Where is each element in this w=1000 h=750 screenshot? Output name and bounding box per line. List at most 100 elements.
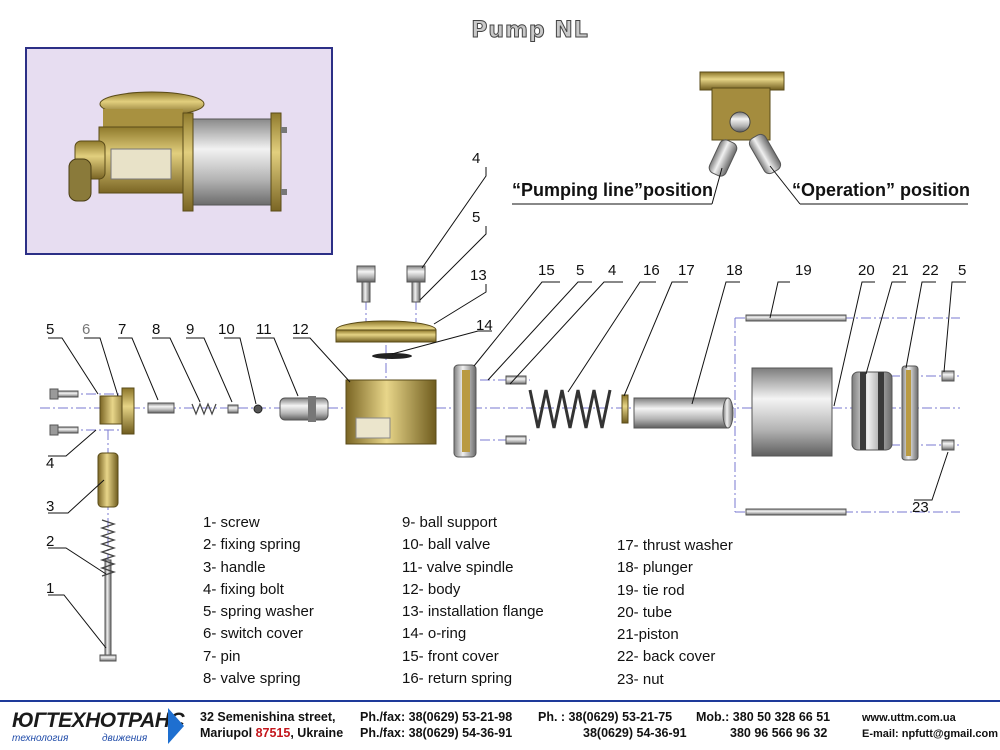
legend-item: 19- tie rod xyxy=(617,581,685,599)
email-link[interactable]: E-mail: npfutt@gmail.com xyxy=(862,728,999,740)
callout-2: 2 xyxy=(46,533,54,550)
callout-16: 16 xyxy=(643,262,660,279)
callout-21: 21 xyxy=(892,262,909,279)
legend-item: 16- return spring xyxy=(402,670,513,688)
back-cover-part xyxy=(901,365,919,461)
address-zip: 87515 xyxy=(255,726,291,740)
legend-item: 9- ball support xyxy=(402,514,498,531)
callout-5-front: 5 xyxy=(576,262,584,279)
website-link[interactable]: www.uttm.com.ua xyxy=(862,712,956,724)
logo-tagline-2: движения xyxy=(102,733,148,744)
legend-item: 17- thrust washer xyxy=(617,537,733,554)
callout-15: 15 xyxy=(538,262,555,279)
legend-item: 2- fixing spring xyxy=(203,536,301,554)
parts-legend-column-1: 1- screw 2- fixing spring 3- handle 4- f… xyxy=(203,512,314,690)
callout-12: 12 xyxy=(292,321,309,338)
page-title: Pump NL xyxy=(471,18,589,44)
legend-item: 12- body xyxy=(402,580,461,598)
legend-item: 10- ball valve xyxy=(402,536,491,554)
legend-item: 8- valve spring xyxy=(203,670,301,688)
address-city: Mariupol xyxy=(200,726,253,740)
legend-item: 1- screw xyxy=(203,514,260,531)
tie-rod-bottom xyxy=(745,508,847,516)
fixing-bolts-top xyxy=(356,265,426,303)
valve-spring-part xyxy=(191,402,217,416)
nuts-part xyxy=(941,370,955,451)
plunger-part xyxy=(633,397,734,429)
callout-numbers: 1 2 3 4 5 6 7 8 9 10 11 12 4 5 13 14 15 … xyxy=(46,150,966,597)
legend-item: 5- spring washer xyxy=(203,603,314,621)
callout-5-top: 5 xyxy=(472,209,480,226)
callout-4-left: 4 xyxy=(46,455,54,472)
callout-4-top: 4 xyxy=(472,150,480,167)
pumping-line-position-label: “Pumping line”position xyxy=(512,180,713,200)
piston-part xyxy=(851,371,893,451)
callout-22: 22 xyxy=(922,262,939,279)
fixing-bolts-left xyxy=(49,388,79,436)
return-spring-part xyxy=(528,389,612,429)
tie-rod-top xyxy=(745,314,847,322)
logo-tagline-1: технология xyxy=(12,733,69,744)
assembled-pump-photo xyxy=(25,47,333,255)
fixing-spring-part xyxy=(99,519,117,577)
legend-item: 14- o-ring xyxy=(402,625,467,643)
phone-2: 38(0629) 54-36-91 xyxy=(583,726,687,740)
callout-5-right: 5 xyxy=(958,262,966,279)
mobile-2: 380 96 566 96 32 xyxy=(730,726,828,740)
front-cover-part xyxy=(453,364,477,458)
logo-name: ЮГТЕХНОТРАНС xyxy=(12,709,185,732)
operation-position-image xyxy=(512,71,968,205)
callout-14: 14 xyxy=(476,317,493,334)
legend-item: 6- switch cover xyxy=(203,625,304,643)
callout-18: 18 xyxy=(726,262,743,279)
phone-fax-2: Ph./fax: 38(0629) 54-36-91 xyxy=(360,726,513,740)
mobile-1: Mob.: 380 50 328 66 51 xyxy=(696,710,831,724)
callout-20: 20 xyxy=(858,262,875,279)
legend-item: 13- installation flange xyxy=(402,603,544,621)
callout-23: 23 xyxy=(912,499,929,516)
callout-7: 7 xyxy=(118,321,126,338)
o-ring-part xyxy=(372,353,412,359)
callout-19: 19 xyxy=(795,262,812,279)
ball-valve-part xyxy=(253,404,263,414)
legend-item: 7- pin xyxy=(203,647,241,665)
callout-10: 10 xyxy=(218,321,235,338)
legend-item: 3- handle xyxy=(203,558,266,576)
body-part xyxy=(345,379,437,445)
legend-item: 20- tube xyxy=(617,603,673,621)
pin-part xyxy=(147,402,175,414)
callout-17: 17 xyxy=(678,262,695,279)
footer-divider xyxy=(0,700,1000,702)
fixing-bolts-front xyxy=(505,375,527,445)
tube-part xyxy=(751,367,833,457)
address-line-2: Mariupol 87515, Ukraine xyxy=(200,726,343,740)
legend-item: 23- nut xyxy=(617,670,664,688)
legend-item: 4- fixing bolt xyxy=(203,580,284,598)
thrust-washer-part xyxy=(621,394,629,424)
callout-11: 11 xyxy=(256,321,272,338)
company-logo: ЮГТЕХНОТРАНС технология движения xyxy=(8,707,190,745)
phone-1: Ph. : 38(0629) 53-21-75 xyxy=(538,710,673,724)
callout-13: 13 xyxy=(470,267,487,284)
operation-position-label: “Operation” position xyxy=(792,180,970,200)
logo-arrow-icon xyxy=(168,708,184,744)
address-line-1: 32 Semenishina street, xyxy=(200,710,336,724)
callout-3: 3 xyxy=(46,498,54,515)
legend-item: 21-piston xyxy=(617,626,679,644)
installation-flange-part xyxy=(335,320,437,343)
handle-part xyxy=(97,452,119,508)
callout-8: 8 xyxy=(152,321,160,338)
callout-5-left: 5 xyxy=(46,321,54,338)
assembled-pump-drawing xyxy=(68,91,287,212)
ball-support-part xyxy=(227,404,239,414)
legend-item: 18- plunger xyxy=(617,559,693,577)
callout-4-front: 4 xyxy=(608,262,616,279)
phone-fax-1: Ph./fax: 38(0629) 53-21-98 xyxy=(360,710,513,724)
legend-item: 15- front cover xyxy=(402,647,499,665)
switch-cover-part xyxy=(99,387,135,435)
callout-6: 6 xyxy=(82,321,90,338)
address-country: , Ukraine xyxy=(290,726,344,740)
parts-legend-column-2: 9- ball support 10- ball valve 11- valve… xyxy=(402,512,544,690)
legend-item: 22- back cover xyxy=(617,648,716,666)
callout-9: 9 xyxy=(186,321,194,338)
